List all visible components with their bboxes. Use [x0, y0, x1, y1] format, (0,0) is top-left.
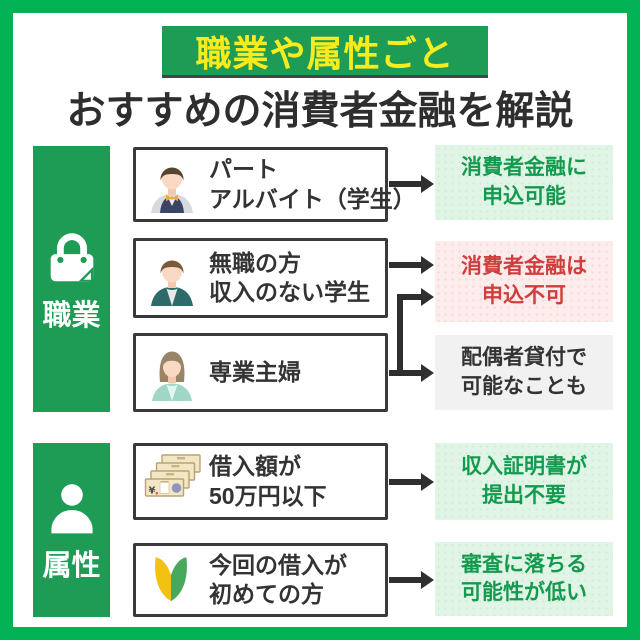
result-box-housewife: 配偶者貸付で 可能なことも — [435, 335, 613, 410]
title-highlight-text: 職業や属性ごと — [195, 32, 455, 74]
person-icon — [42, 479, 102, 544]
result-box-first-loan: 審査に落ちる 可能性が低い — [435, 542, 613, 616]
sidebar-attribute-label: 属性 — [42, 550, 101, 582]
sidebar-attribute: 属性 — [33, 443, 110, 617]
condition-label: 今回の借入が 初めての方 — [209, 551, 347, 607]
result-box-small-loan: 収入証明書が 提出不要 — [435, 443, 613, 520]
part-time-worker-avatar-icon — [144, 157, 200, 213]
svg-text:¥: ¥ — [149, 485, 156, 496]
beginner-mark-icon — [144, 552, 200, 608]
result-box-unemployed: 消費者金融は 申込不可 — [435, 241, 613, 322]
arrow-housewife-to-negative-elbow — [397, 288, 434, 373]
bag-icon — [41, 227, 103, 294]
condition-label: 借入額が 50万円以下 — [209, 453, 327, 509]
page-title: おすすめの消費者金融を解説 — [66, 90, 574, 133]
arrow-housewife-to-result — [389, 364, 434, 382]
condition-label: 無職の方 収入のない学生 — [209, 249, 370, 305]
arrow-small-loan-to-result — [389, 473, 434, 491]
arrow-unemployed-to-result — [389, 256, 434, 274]
unemployed-man-avatar-icon — [144, 250, 200, 306]
condition-label: 専業主婦 — [209, 358, 301, 385]
banknotes-icon: ¥ — [144, 453, 201, 510]
arrow-first-loan-to-result — [389, 571, 434, 589]
condition-box-part-time: パート アルバイト（学生） — [133, 147, 416, 222]
sidebar-occupation-label: 職業 — [42, 300, 101, 332]
condition-box-housewife: 専業主婦 — [133, 333, 388, 412]
condition-box-small-loan: ¥ 借入額が 50万円以下 — [133, 443, 388, 520]
result-box-part-time: 消費者金融に 申込可能 — [435, 145, 613, 220]
condition-label: パート アルバイト（学生） — [209, 156, 416, 212]
housewife-avatar-icon — [144, 345, 200, 401]
title-highlight-band: 職業や属性ごと — [162, 26, 488, 75]
condition-box-first-loan: 今回の借入が 初めての方 — [133, 543, 388, 617]
condition-box-unemployed: 無職の方 収入のない学生 — [133, 238, 388, 318]
sidebar-occupation: 職業 — [33, 146, 110, 412]
